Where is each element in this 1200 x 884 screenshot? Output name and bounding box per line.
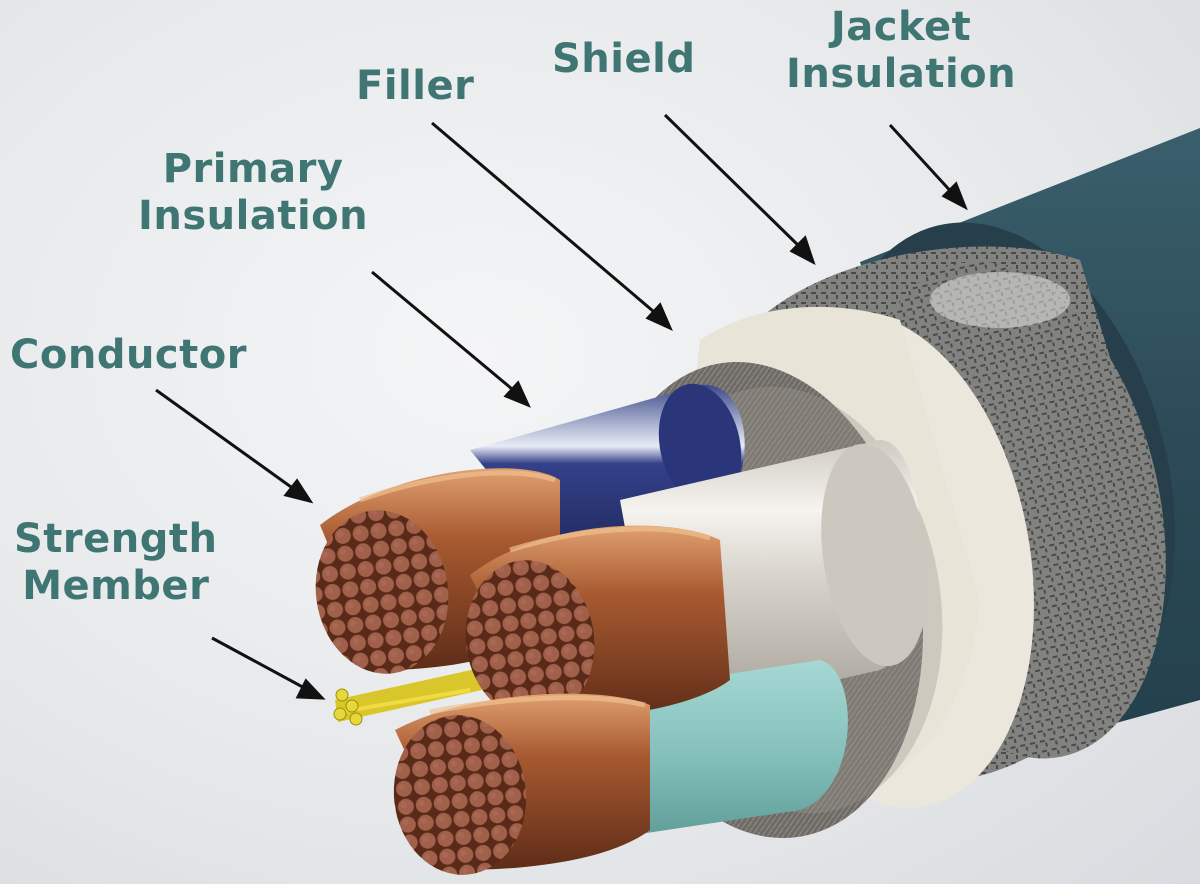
label-jacket-line2: Insulation xyxy=(786,51,1017,98)
strength-member-strands xyxy=(333,668,482,726)
arrow-shield xyxy=(663,113,816,266)
label-filler-text: Filler xyxy=(356,63,475,109)
label-shield-text: Shield xyxy=(552,36,696,82)
label-primary-line2: Insulation xyxy=(138,193,369,240)
label-primary-line1: Primary xyxy=(162,146,344,192)
label-primary-insulation: Primary Insulation xyxy=(138,146,368,240)
label-filler: Filler xyxy=(356,63,474,110)
label-conductor-text: Conductor xyxy=(10,332,247,378)
label-strength-line1: Strength xyxy=(14,516,218,562)
conductor-middle xyxy=(465,525,730,720)
arrow-strength-member xyxy=(211,636,326,700)
label-shield: Shield xyxy=(552,36,695,83)
conductor-bottom xyxy=(393,693,650,875)
label-arrows xyxy=(155,113,968,700)
arrow-primary-insulation xyxy=(371,270,531,408)
label-strength-line2: Member xyxy=(22,563,210,610)
label-strength-member: Strength Member xyxy=(14,516,218,610)
arrow-conductor xyxy=(155,388,314,504)
label-jacket-line1: Jacket xyxy=(830,4,972,50)
label-jacket-insulation: Jacket Insulation xyxy=(786,4,1016,98)
label-conductor: Conductor xyxy=(10,332,247,379)
arrow-filler xyxy=(431,121,673,331)
arrow-jacket xyxy=(888,123,968,211)
